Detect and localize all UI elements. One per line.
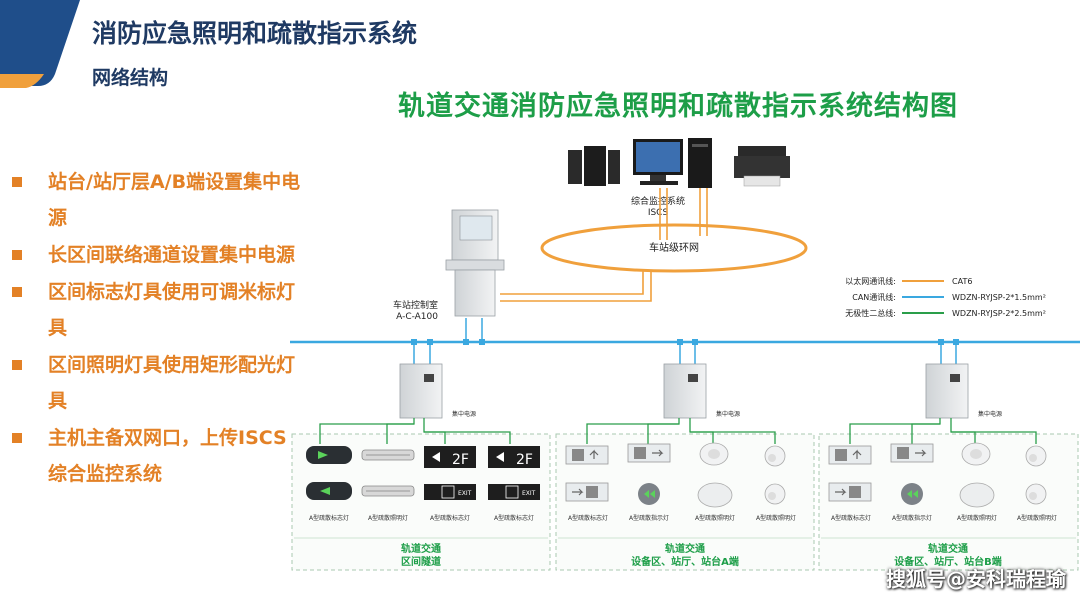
- iscs-equipment-group: 综合监控系统 ISCS: [568, 138, 790, 218]
- iscs-label-line2: ISCS: [648, 208, 669, 218]
- station-ring-network: [540, 223, 808, 273]
- fixture-label: A型疏散照明灯: [957, 514, 997, 522]
- diagram-title: 轨道交通消防应急照明和疏散指示系统结构图: [398, 91, 958, 122]
- ceiling-light-icon: [697, 442, 733, 508]
- power-label: 集中电源: [716, 410, 740, 418]
- bullet-item: 长区间联络通道设置集中电源: [12, 237, 302, 273]
- floor-sign-text: 2F: [516, 452, 533, 468]
- ceiling-light-icon: [959, 442, 995, 508]
- legend-ethernet-value: CAT6: [952, 277, 972, 286]
- zone1-footer-line1: 轨道交通: [401, 542, 441, 555]
- control-room-label-line2: A-C-A100: [396, 312, 438, 322]
- zone2-footer-line1: 轨道交通: [665, 542, 705, 555]
- fixture-label: A型疏散照明灯: [368, 514, 408, 522]
- fixture-label: A型疏散照明灯: [1017, 514, 1057, 522]
- bus-lines-zone3: [849, 418, 1037, 444]
- exit-sign-text: EXIT: [522, 490, 536, 497]
- bullet-square-icon: [12, 177, 22, 187]
- bullet-item: 区间照明灯具使用矩形配光灯具: [12, 347, 302, 419]
- zone1-footer-line2: 区间隧道: [401, 555, 441, 568]
- can-drop-lines: [413, 318, 957, 366]
- legend: 以太网通讯线: CAT6 CAN通讯线: WDZN-RYJSP-2*1.5mm²…: [845, 276, 1046, 318]
- tunnel-sign-light-icon: [306, 446, 352, 500]
- corner-decoration: [0, 0, 80, 88]
- floor-sign-text: 2F: [452, 452, 469, 468]
- twin-spot-light-icon: [1025, 445, 1047, 505]
- fixture-label: A型疏散标志灯: [831, 514, 871, 522]
- power-cabinet-icon: [399, 363, 443, 419]
- bullet-square-icon: [12, 287, 22, 297]
- printer-icon: [734, 146, 790, 187]
- bullet-square-icon: [12, 360, 22, 370]
- page-subtitle: 网络结构: [92, 67, 169, 89]
- tube-light-icon: [361, 449, 415, 497]
- ring-network-label: 车站级环网: [649, 241, 699, 254]
- bullet-item: 区间标志灯具使用可调米标灯具: [12, 274, 302, 346]
- fixture-label: A型疏散照明灯: [695, 514, 735, 522]
- can-node-dots: [411, 339, 959, 345]
- monitor-icon: [633, 139, 683, 185]
- ethernet-lines: [659, 188, 708, 240]
- zone1-fixtures: 2F 2F EXIT EXIT A型疏散标志灯 A型疏散照明灯 A型疏散标志灯 …: [306, 446, 540, 522]
- exit-sign-panel-icon: [828, 445, 872, 502]
- bus-lines-zone1: [319, 418, 511, 444]
- watermark: 搜狐号@安科瑞程瑜: [886, 567, 1066, 591]
- power-cabinet-icon: [925, 363, 969, 419]
- exit-sign-icon: EXIT EXIT: [424, 484, 540, 500]
- zone2-fixtures: A型疏散标志灯 A型疏散指示灯 A型疏散照明灯 A型疏散照明灯: [565, 442, 796, 522]
- iscs-label-line1: 综合监控系统: [631, 195, 685, 207]
- bullet-square-icon: [12, 250, 22, 260]
- fixture-label: A型疏散标志灯: [430, 514, 470, 522]
- fixture-label: A型疏散标志灯: [568, 514, 608, 522]
- power-label: 集中电源: [978, 410, 1002, 418]
- legend-can-name: CAN通讯线:: [852, 292, 896, 302]
- bullet-item: 站台/站厅层A/B端设置集中电源: [12, 164, 302, 236]
- control-console-icon: [445, 209, 505, 317]
- fixture-label: A型疏散照明灯: [756, 514, 796, 522]
- exit-sign-text: EXIT: [458, 490, 472, 497]
- fixture-label: A型疏散标志灯: [494, 514, 534, 522]
- tower-pc-icon: [688, 138, 712, 188]
- zone3-footer-line2: 设备区、站厅、站台B端: [894, 555, 1002, 568]
- zone3-footer-line1: 轨道交通: [928, 542, 968, 555]
- control-room-label-line1: 车站控制室: [393, 299, 438, 311]
- exit-sign-panel-icon: [565, 445, 609, 502]
- power-cabinet-icon: [663, 363, 707, 419]
- bullet-item: 主机主备双网口，上传ISCS综合监控系统: [12, 420, 302, 492]
- zone2-footer-line2: 设备区、站厅、站台A端: [631, 555, 739, 568]
- page-title: 消防应急照明和疏散指示系统: [92, 19, 418, 48]
- zone3-fixtures: A型疏散标志灯 A型疏散指示灯 A型疏散照明灯 A型疏散照明灯: [828, 442, 1057, 522]
- fixture-label: A型疏散指示灯: [629, 514, 669, 522]
- bullet-list: 站台/站厅层A/B端设置集中电源 长区间联络通道设置集中电源 区间标志灯具使用可…: [12, 164, 302, 493]
- server-rack-icon: [568, 146, 620, 186]
- twin-spot-light-icon: [764, 445, 786, 505]
- fixture-label: A型疏散标志灯: [309, 514, 349, 522]
- direction-sign-icon: [627, 443, 671, 505]
- legend-can-value: WDZN-RYJSP-2*1.5mm²: [952, 293, 1046, 302]
- fixture-label: A型疏散指示灯: [892, 514, 932, 522]
- floor-sign-icon: 2F 2F: [424, 446, 540, 468]
- bus-lines-zone2: [586, 418, 776, 444]
- bullet-square-icon: [12, 433, 22, 443]
- power-label: 集中电源: [452, 410, 476, 418]
- direction-sign-icon: [890, 443, 934, 505]
- legend-bus-value: WDZN-RYJSP-2*2.5mm²: [952, 309, 1046, 318]
- console-ethernet-lines: [500, 270, 652, 302]
- legend-ethernet-name: 以太网通讯线:: [845, 276, 896, 286]
- legend-bus-name: 无极性二总线:: [845, 308, 896, 318]
